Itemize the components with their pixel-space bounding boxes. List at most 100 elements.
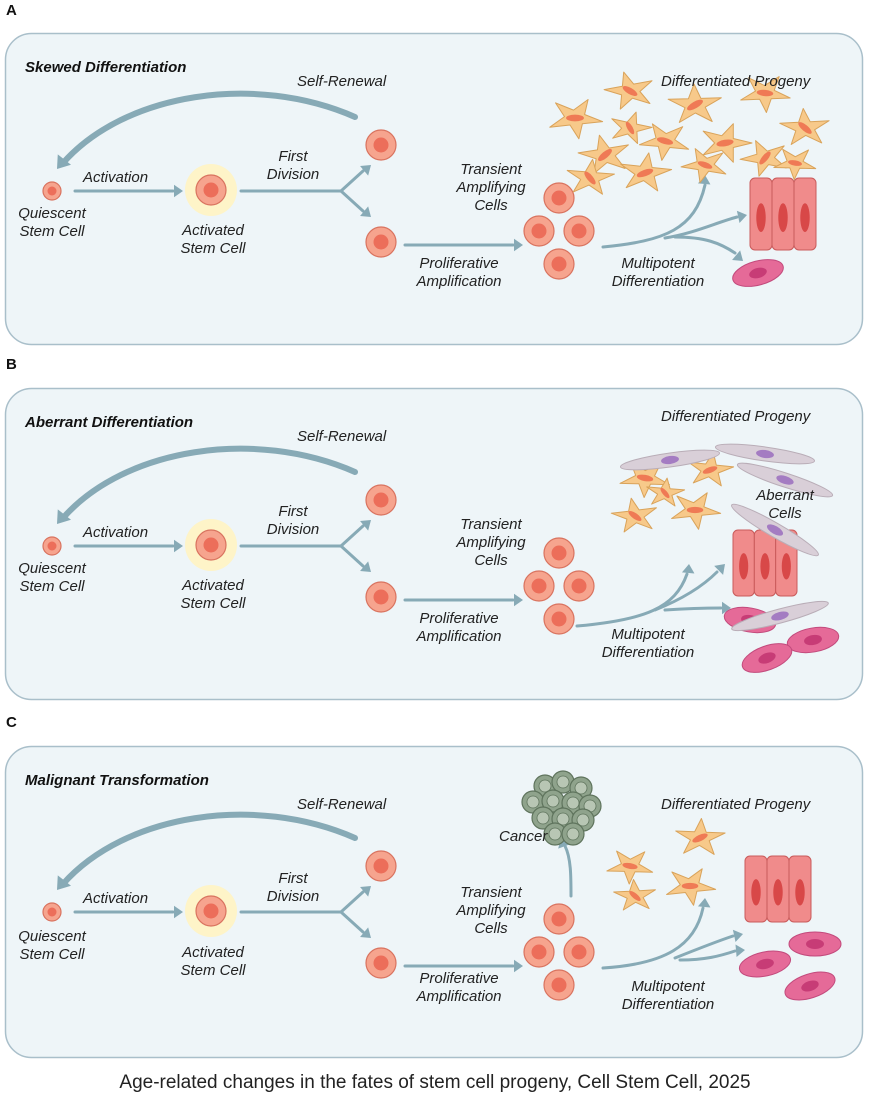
differentiated-progeny-cell-5-nucleus (660, 487, 670, 499)
transient-amplifying-label: Transient Amplifying Cells (443, 161, 539, 215)
activation-arrowhead (174, 539, 183, 553)
transient-amplifying-cell-4-nucleus (551, 977, 567, 993)
panel-b-graphics (4, 387, 864, 701)
panel-a: Skewed Differentiation Self-Renewal Acti… (4, 32, 864, 346)
panel-c: Malignant Transformation Self-Renewal Ac… (4, 745, 864, 1059)
cancer-cell-3-nucleus (574, 781, 588, 795)
multipotent-line1: Multipotent (621, 255, 695, 272)
differentiated-progeny-cell-2-nucleus (622, 86, 638, 96)
quiescent-stem-cell-nucleus (47, 907, 57, 917)
multipotent-arrowhead-up (697, 175, 711, 185)
transient-line1: Transient (460, 516, 522, 533)
multipotent-arrow-low (673, 235, 737, 255)
multipotent-line1: Multipotent (631, 978, 705, 995)
activated-stem-cell-nucleus (203, 182, 219, 198)
quiescent-stem-cell-label: Quiescent Stem Cell (7, 205, 97, 241)
differentiated-progeny-cell-3-nucleus (629, 891, 641, 901)
differentiating-daughter-cell-nucleus (373, 589, 389, 605)
cancer-arrow (563, 844, 573, 898)
cancer-cell-9-nucleus (556, 812, 570, 826)
multipotent-differentiation-label: Multipotent Differentiation (605, 978, 731, 1014)
first-division-line2: Division (266, 166, 320, 183)
fork-down-arrowhead (360, 206, 371, 217)
quiescent-stem-cell-nucleus (47, 541, 57, 551)
transient-line1: Transient (460, 884, 522, 901)
proliferative-amplification-label: Proliferative Amplification (401, 610, 517, 646)
activated-label-line2: Stem Cell (180, 962, 246, 979)
panel-b-progeny (610, 443, 840, 673)
first-division-fork-up (339, 169, 365, 193)
quiescent-label-line2: Stem Cell (19, 223, 85, 240)
transient-line1: Transient (460, 161, 522, 178)
transient-amplifying-cell-4-nucleus (551, 256, 567, 272)
cancer-cell-6-nucleus (566, 796, 580, 810)
differentiated-progeny-cell-10-nucleus (636, 168, 654, 178)
differentiated-progeny-cell-6-nucleus (598, 148, 612, 162)
first-division-line2: Division (266, 521, 320, 538)
cancer-cell-1-nucleus (538, 779, 552, 793)
activated-label-line1: Activated (182, 222, 244, 239)
first-division-line1: First (278, 870, 308, 887)
proliferative-line1: Proliferative (419, 610, 499, 627)
proliferative-arrowhead (514, 593, 523, 607)
differentiated-progeny-cell-4-nucleus (681, 882, 699, 890)
activated-label-line2: Stem Cell (180, 240, 246, 257)
self-renewal-label: Self-Renewal (297, 73, 387, 90)
proliferative-line1: Proliferative (419, 255, 499, 272)
proliferative-line2: Amplification (416, 628, 502, 645)
proliferative-arrowhead (514, 959, 523, 973)
multipotent-arrowhead-up (681, 564, 695, 574)
differentiated-progeny-cell-1-nucleus (566, 114, 584, 122)
first-division-fork-down (339, 910, 365, 934)
transient-amplifying-cell-4-nucleus (551, 611, 567, 627)
quiescent-label-line1: Quiescent (18, 205, 86, 222)
cancer-cell-2-nucleus (556, 775, 570, 789)
aberrant-line1: Aberrant (756, 487, 814, 504)
differentiated-progeny-cell-2-nucleus (692, 833, 708, 843)
fork-down-arrowhead (360, 927, 371, 938)
fork-up-arrowhead (360, 520, 371, 531)
cancer-cell-11-nucleus (548, 827, 562, 841)
epithelial-cell-column-2-nucleus (773, 879, 783, 906)
epithelial-cell-column-1-nucleus (739, 553, 749, 580)
multipotent-arrow-low (663, 606, 723, 612)
activated-stem-cell-label: Activated Stem Cell (165, 944, 261, 980)
multipotent-arrowhead-up (697, 898, 711, 908)
differentiated-progeny-cell-11-nucleus (697, 161, 713, 169)
differentiated-progeny-cell-7-nucleus (656, 137, 674, 145)
aberrant-cell-5-nucleus (771, 611, 789, 621)
pink-progeny-cell-2-nucleus (804, 634, 822, 646)
activation-label: Activation (83, 890, 149, 907)
differentiating-daughter-cell-nucleus (373, 955, 389, 971)
cancer-cell-10-nucleus (576, 813, 590, 827)
epithelial-cell-column-3-nucleus (800, 203, 810, 233)
multipotent-arrow-mid (653, 570, 719, 612)
transient-amplifying-cell-2-nucleus (531, 578, 547, 594)
panel-c-progeny (521, 770, 842, 1001)
panel-c-background (4, 745, 864, 1059)
multipotent-arrowhead-mid (714, 564, 725, 575)
differentiated-progeny-cell-13-nucleus (625, 121, 635, 135)
self-renewing-daughter-cell-nucleus (373, 137, 389, 153)
differentiated-progeny-cell-2-nucleus (702, 466, 718, 474)
pink-progeny-cell-nucleus (749, 267, 767, 279)
first-division-line1: First (278, 148, 308, 165)
epithelial-cell-column-2-nucleus (760, 553, 770, 580)
differentiated-progeny-cell-12-nucleus (759, 151, 771, 165)
transient-amplifying-cell-1-nucleus (551, 190, 567, 206)
activated-stem-cell-label: Activated Stem Cell (165, 577, 261, 613)
fork-down-arrowhead (360, 561, 371, 572)
transient-amplifying-cell-2-nucleus (531, 223, 547, 239)
first-division-line1: First (278, 503, 308, 520)
self-renewal-arrowhead (57, 154, 72, 169)
aberrant-line2: Cells (768, 505, 802, 522)
transient-amplifying-cell-3-nucleus (571, 578, 587, 594)
differentiated-progeny-label: Differentiated Progeny (661, 796, 811, 813)
proliferative-line2: Amplification (416, 988, 502, 1005)
activation-arrowhead (174, 184, 183, 198)
epithelial-cell-column-3-nucleus (781, 553, 791, 580)
multipotent-arrow-low (678, 949, 737, 962)
transient-line3: Cells (474, 920, 508, 937)
proliferative-line2: Amplification (416, 273, 502, 290)
multipotent-arrow-up (601, 183, 707, 249)
